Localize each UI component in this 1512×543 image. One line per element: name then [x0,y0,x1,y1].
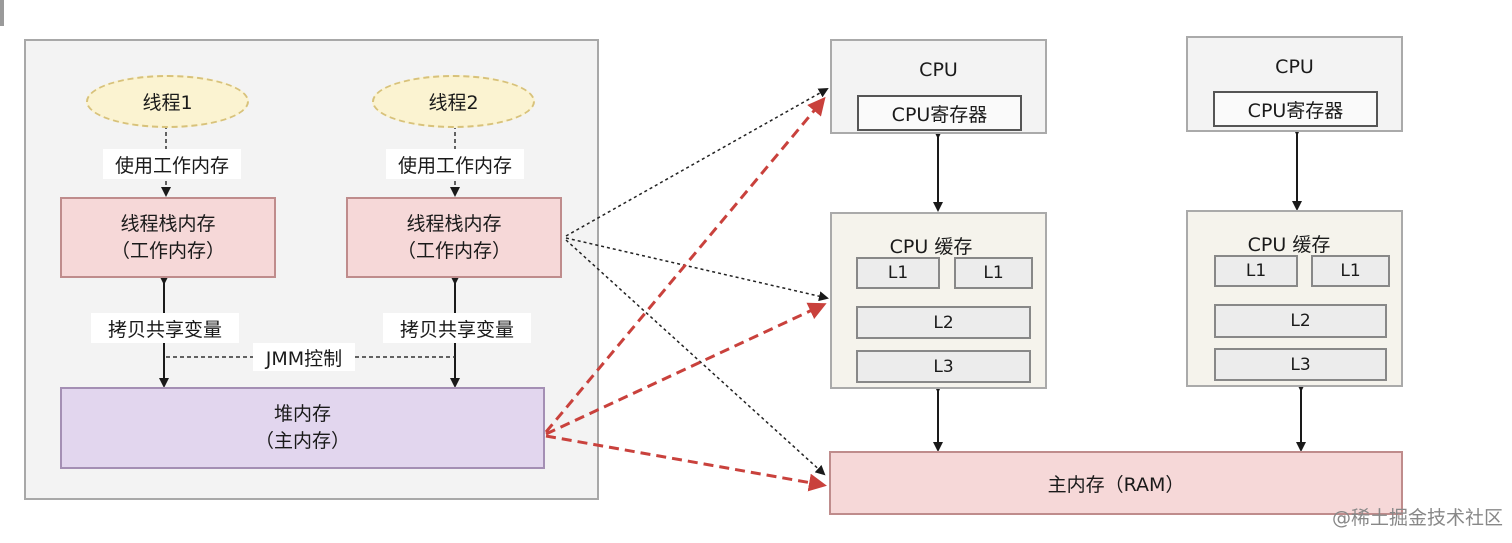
cpu-1: CPU CPU寄存器 [830,39,1047,134]
cache-2-l1-b: L1 [1311,255,1390,287]
heap-to-cache-red [545,302,827,436]
cache-2-l2: L2 [1214,304,1387,338]
cpu-2-register: CPU寄存器 [1213,91,1378,127]
cpu-2: CPU CPU寄存器 [1186,36,1403,132]
stack-to-ram-dotted [565,239,826,476]
use-working-memory-label-2: 使用工作内存 [386,149,524,179]
stack-1-line1: 线程栈内存 [120,212,216,235]
copy-shared-variable-label-1: 拷贝共享变量 [91,313,239,343]
thread-2-node: 线程2 [372,75,535,128]
cache-2-l3: L3 [1214,348,1387,381]
main-memory-ram: 主内存（RAM） [829,451,1403,515]
cache-1-l3: L3 [856,350,1031,383]
jmm-control-label: JMM控制 [253,343,355,371]
heap-line2: （主内存） [254,430,350,452]
stack-to-cpu-dotted [565,88,829,237]
cache-1-l1-a: L1 [856,257,940,289]
thread-stack-memory-2: 线程栈内存 （工作内存） [346,197,562,278]
copy-shared-variable-label-2: 拷贝共享变量 [383,313,531,343]
cache-1-title: CPU 缓存 [889,235,973,258]
stack-2-line1: 线程栈内存 [406,212,502,235]
thread-1-label: 线程1 [142,92,193,114]
cpu-2-title: CPU [1275,56,1314,78]
heap-to-cpu-red [544,96,826,433]
stack-to-cache-dotted [565,237,829,302]
cpu-cache-2: CPU 缓存 L1 L1 L2 L3 [1186,210,1403,387]
heap-to-ram-red [545,434,827,492]
cache-2-title: CPU 缓存 [1247,233,1331,256]
edge-marker [0,0,4,26]
heap-memory: 堆内存 （主内存） [60,387,545,469]
stack-2-line2: （工作内存） [396,239,511,262]
thread-2-label: 线程2 [428,92,479,114]
heap-line1: 堆内存 [273,403,331,425]
cpu-1-register: CPU寄存器 [857,95,1022,131]
cpu-1-title: CPU [919,59,958,81]
stack-1-line2: （工作内存） [110,239,225,262]
watermark: @稀土掘金技术社区 [1332,507,1504,529]
cache-1-l2: L2 [856,306,1031,339]
use-working-memory-label-1: 使用工作内存 [103,149,241,179]
cache-1-l1-b: L1 [954,257,1033,289]
thread-1-node: 线程1 [86,75,249,128]
cpu-cache-1: CPU 缓存 L1 L1 L2 L3 [830,212,1047,389]
thread-stack-memory-1: 线程栈内存 （工作内存） [60,197,276,278]
cache-2-l1-a: L1 [1214,255,1298,287]
